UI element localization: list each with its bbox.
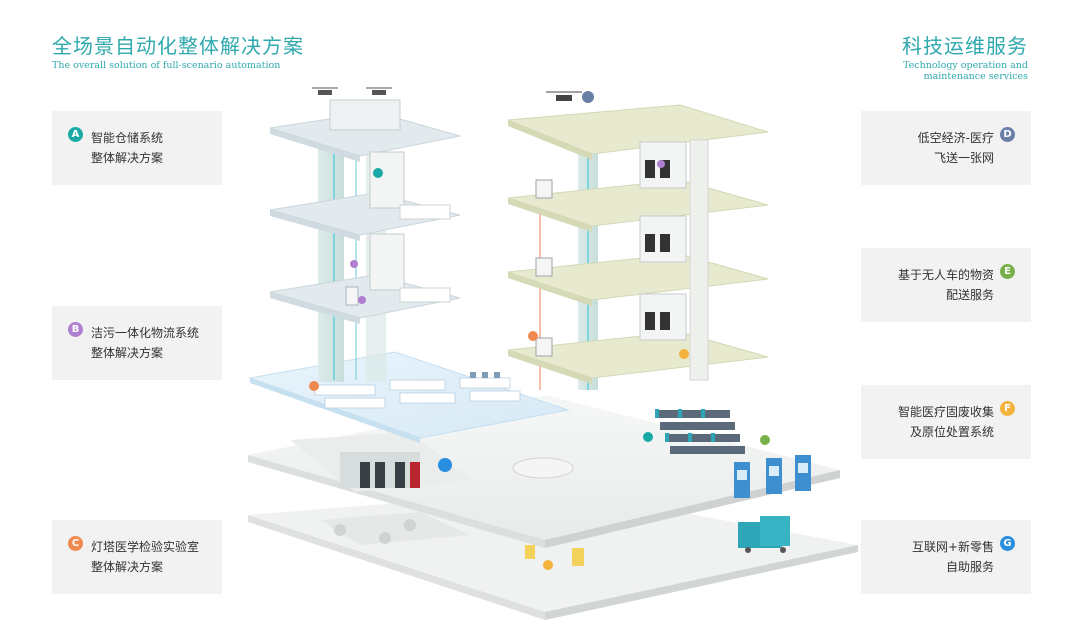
main-subtitle: The overall solution of full-scenario au… [52, 60, 281, 71]
card-self-service-retail[interactable]: 互联网+新零售 自助服务 G [861, 520, 1031, 594]
card-line1: 灯塔医学检验实验室 [91, 540, 200, 554]
scene-markers [309, 91, 770, 570]
badge-g-icon: G [1000, 536, 1015, 551]
badge-e-icon: E [1000, 264, 1015, 279]
services-title: 科技运维服务 [902, 34, 1028, 58]
services-subtitle-line2: maintenance services [923, 71, 1028, 82]
card-line2: 整体解决方案 [91, 560, 164, 574]
badge-b-icon: B [68, 322, 83, 337]
building-illustration [248, 87, 858, 620]
card-line2: 自助服务 [945, 560, 994, 574]
card-logistics-system[interactable]: B 洁污一体化物流系统 整体解决方案 [52, 306, 222, 380]
card-line2: 整体解决方案 [91, 346, 164, 360]
card-low-altitude-delivery[interactable]: 低空经济-医疗 飞送一张网 D [861, 111, 1031, 185]
card-medical-lab[interactable]: C 灯塔医学检验实验室 整体解决方案 [52, 520, 222, 594]
card-line1: 智能医疗固废收集 [897, 405, 994, 419]
card-line1: 智能仓储系统 [91, 131, 164, 145]
card-line1: 低空经济-医疗 [917, 131, 994, 145]
right-tower [507, 91, 769, 390]
card-unmanned-vehicle-delivery[interactable]: 基于无人车的物资 配送服务 E [861, 248, 1031, 322]
services-subtitle: Technology operation and maintenance ser… [902, 60, 1028, 82]
card-line1: 洁污一体化物流系统 [91, 326, 200, 340]
badge-d-icon: D [1000, 127, 1015, 142]
card-medical-waste[interactable]: 智能医疗固废收集 及原位处置系统 F [861, 385, 1031, 459]
card-line1: 基于无人车的物资 [897, 268, 994, 282]
main-title: 全场景自动化整体解决方案 [52, 34, 304, 58]
card-line2: 整体解决方案 [91, 151, 164, 165]
header-right: 科技运维服务 Technology operation and maintena… [902, 34, 1028, 82]
card-line2: 飞送一张网 [933, 151, 994, 165]
badge-c-icon: C [68, 536, 83, 551]
card-line2: 配送服务 [945, 288, 994, 302]
services-subtitle-line1: Technology operation and [903, 60, 1028, 71]
badge-a-icon: A [68, 127, 83, 142]
card-line1: 互联网+新零售 [911, 540, 994, 554]
card-smart-warehouse[interactable]: A 智能仓储系统 整体解决方案 [52, 111, 222, 185]
badge-f-icon: F [1000, 401, 1015, 416]
left-tower [269, 87, 461, 382]
header-left: 全场景自动化整体解决方案 The overall solution of ful… [52, 34, 304, 71]
card-line2: 及原位处置系统 [909, 425, 994, 439]
